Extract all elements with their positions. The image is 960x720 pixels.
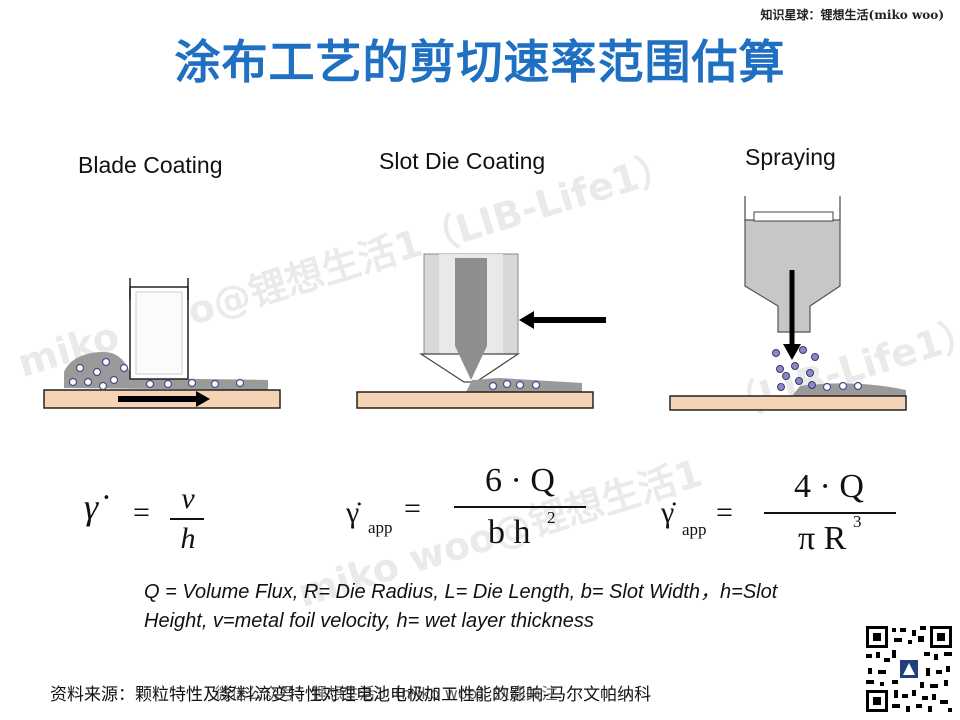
fraction-bar	[170, 518, 204, 520]
variable-legend: Q = Volume Flux, R= Die Radius, L= Die L…	[144, 578, 924, 636]
shear-rate-symbol: γ̇	[661, 496, 675, 529]
denominator: h	[180, 522, 196, 555]
droplets	[772, 346, 819, 391]
shear-rate-symbol: γ̇	[84, 487, 99, 527]
particles	[68, 357, 245, 391]
spraying-diagram	[669, 196, 907, 411]
equals-sign: =	[133, 496, 150, 529]
shear-rate-symbol: γ̇	[346, 496, 360, 529]
exponent: 2	[547, 508, 556, 527]
slot-die-head	[455, 258, 487, 380]
panel-title-slot-die: Slot Die Coating	[379, 148, 546, 174]
numerator: v	[181, 482, 195, 515]
particles	[488, 379, 541, 391]
coating-diagrams	[43, 196, 907, 411]
subscript-app: app	[368, 518, 393, 537]
equals-sign: =	[716, 496, 733, 529]
panel-title-blade: Blade Coating	[78, 152, 223, 178]
particles	[822, 381, 863, 392]
denominator: b h	[488, 514, 531, 551]
substrate	[669, 395, 907, 411]
page-title: 涂布工艺的剪切速率范围估算	[174, 35, 786, 89]
substrate	[356, 391, 594, 409]
panel-title-spraying: Spraying	[745, 144, 836, 170]
equals-sign: =	[404, 492, 421, 525]
numerator: 6 · Q	[485, 462, 555, 499]
exponent: 3	[853, 512, 862, 531]
author-credit: 知识星球：锂想生活(miko woo)	[760, 8, 944, 22]
denominator: π R	[798, 520, 847, 557]
fraction-bar	[454, 506, 586, 508]
slurry-layer	[792, 383, 906, 396]
numerator: 4 · Q	[794, 468, 864, 505]
legend-line: Q = Volume Flux, R= Die Radius, L= Die L…	[144, 581, 778, 603]
fraction-bar	[764, 512, 896, 514]
blade-coating-diagram	[43, 278, 281, 409]
source-note: 资料来源：颗粒特性及浆料流变特性对锂电池电极加工性能的影响-马尔文帕纳科	[50, 685, 652, 705]
qr-code	[864, 624, 954, 714]
legend-line: Height, v=metal foil velocity, h= wet la…	[144, 610, 594, 632]
subscript-app: app	[682, 520, 707, 539]
slot-die-diagram	[356, 253, 606, 409]
wechat-overlay-text: 微信公众号：锂想生活1（miko woo）欢迎关注	[215, 684, 558, 703]
